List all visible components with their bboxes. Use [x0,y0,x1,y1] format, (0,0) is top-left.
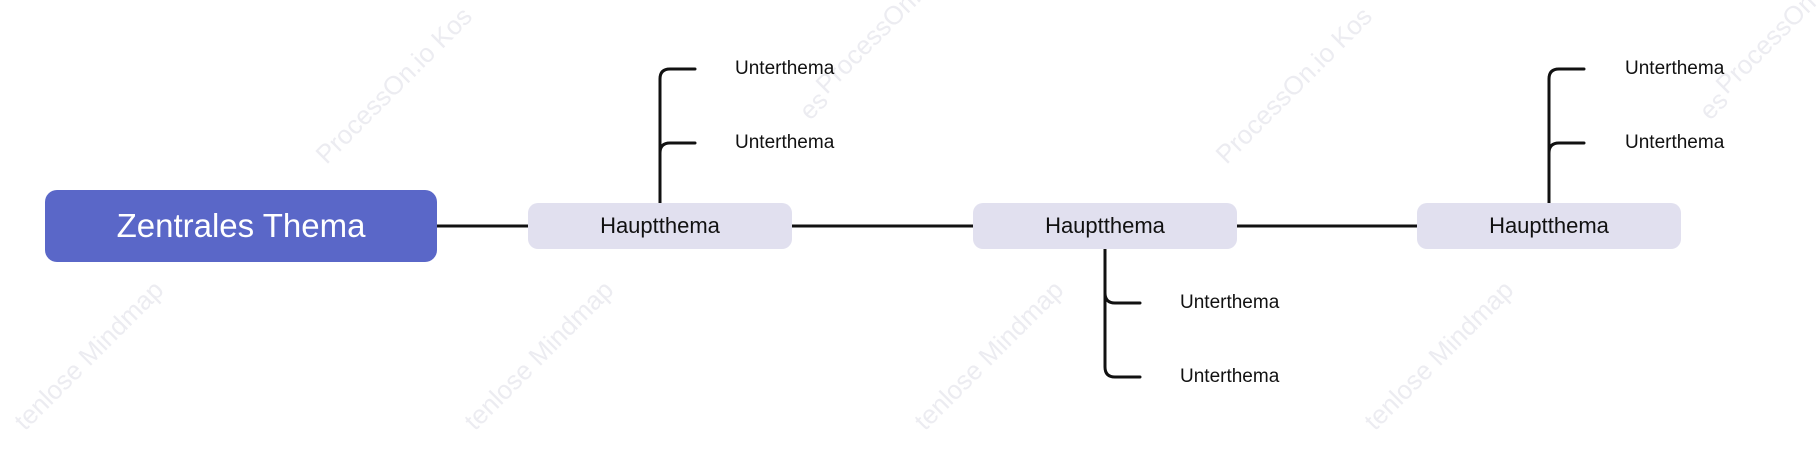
connector-main-3-to-sub-1 [1547,67,1586,205]
central-topic-label: Zentrales Thema [116,207,366,244]
main-topic-2[interactable]: Hauptthema [973,203,1237,249]
main-topic-3[interactable]: Hauptthema [1417,203,1681,249]
main-topic-label: Hauptthema [1489,213,1609,238]
connector-main-1-to-sub-1 [658,67,697,205]
subtopic-1-1[interactable]: Unterthema [735,58,835,79]
subtopic-2-2[interactable]: Unterthema [1180,366,1280,387]
subtopic-3-2[interactable]: Unterthema [1625,132,1725,153]
central-topic[interactable]: Zentrales Thema [45,190,437,262]
subtopic-2-1[interactable]: Unterthema [1180,292,1280,313]
subtopic-3-1[interactable]: Unterthema [1625,58,1725,79]
connector-main-1-to-sub-2 [658,141,697,155]
main-topic-label: Hauptthema [600,213,720,238]
subtopic-1-2[interactable]: Unterthema [735,132,835,153]
connector-main-2-to-sub-1 [1103,291,1142,305]
connector-main-2-to-sub-2 [1103,247,1142,379]
main-topic-1[interactable]: Hauptthema [528,203,792,249]
main-topic-label: Hauptthema [1045,213,1165,238]
connector-main-3-to-sub-2 [1547,141,1586,155]
